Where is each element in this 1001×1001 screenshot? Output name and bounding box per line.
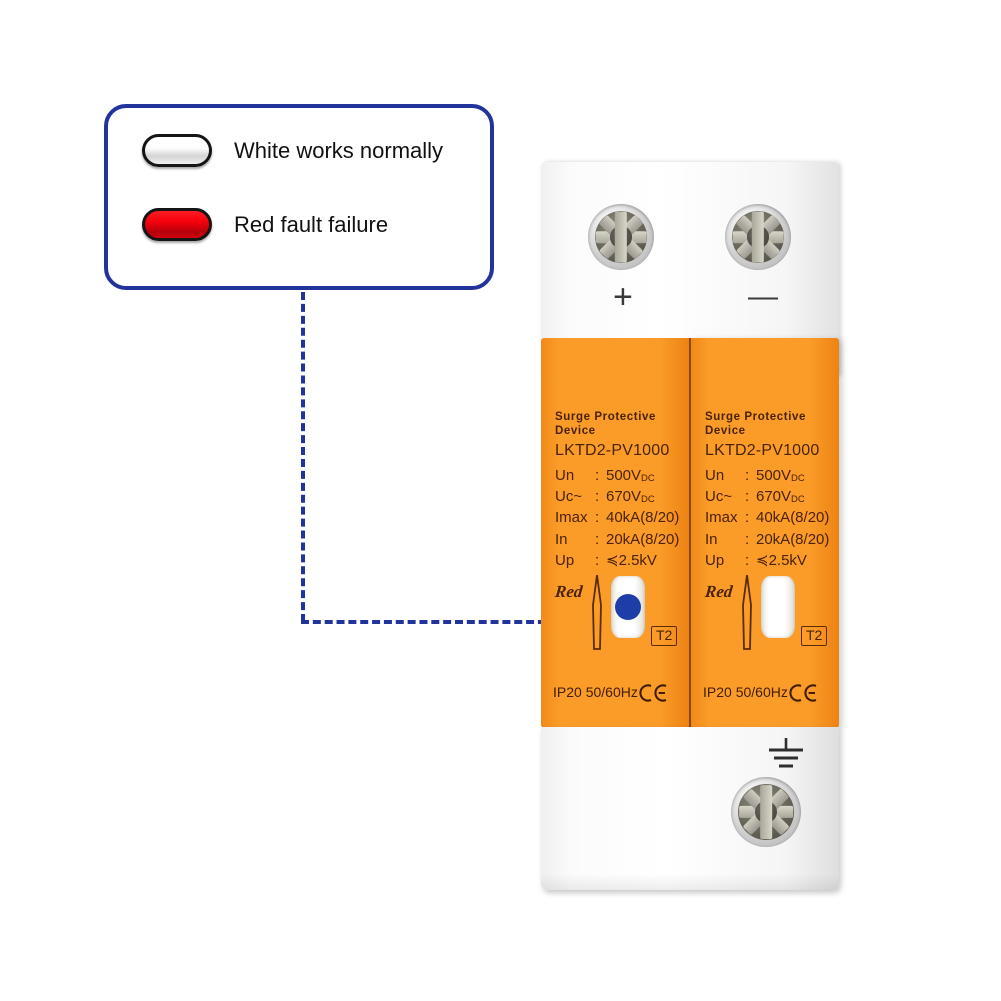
ce-mark-icon <box>639 684 669 702</box>
module-right-ip-rating: IP20 50/60Hz <box>703 684 788 700</box>
spec-row-uc: Uc~ : 670VDC <box>705 486 831 507</box>
spec-colon-un: : <box>745 466 750 484</box>
module-right-arrow-icon <box>739 574 755 651</box>
spec-value-un: 500VDC <box>756 466 805 484</box>
module-left-status-window <box>611 576 645 638</box>
spec-row-un: Un : 500VDC <box>705 465 831 486</box>
legend-label-red: Red fault failure <box>234 211 389 237</box>
spec-value-up: ≼2.5kV <box>606 551 657 569</box>
spec-colon-in: : <box>745 530 750 548</box>
status-indicator-legend: White works normally Red fault failure <box>104 104 494 290</box>
ce-mark-icon <box>789 684 819 702</box>
screw-terminal-negative <box>725 204 791 270</box>
leader-line-horizontal <box>301 620 617 624</box>
legend-item-red: Red fault failure <box>142 208 388 241</box>
spec-colon-uc: : <box>595 488 600 506</box>
spec-colon-imax: : <box>745 509 750 527</box>
red-indicator-icon <box>142 208 212 241</box>
module-right-footer: IP20 50/60Hz <box>703 683 819 702</box>
module-right-title-line1: Surge Protective <box>705 411 806 423</box>
spec-key-up: Up <box>555 551 575 569</box>
spec-value-imax: 40kA(8/20) <box>606 509 680 527</box>
screw-terminal-positive <box>588 204 654 270</box>
earth-ground-icon <box>763 736 809 772</box>
module-right-red-marking: Red <box>704 582 734 601</box>
module-left-title-line2: Device <box>555 425 596 438</box>
module-left-red-marking: Red <box>554 582 584 601</box>
spec-key-un: Un <box>705 466 725 484</box>
spec-key-un: Un <box>555 466 575 484</box>
spec-row-imax: Imax : 40kA(8/20) <box>705 507 831 528</box>
module-right-title-line2: Device <box>705 425 746 438</box>
spec-colon-imax: : <box>595 509 600 527</box>
module-left-footer: IP20 50/60Hz <box>553 683 669 702</box>
spec-row-up: Up : ≼2.5kV <box>555 550 681 571</box>
spec-value-un: 500VDC <box>606 466 655 484</box>
module-right-status-window <box>761 576 795 638</box>
module-left-title-line1: Surge Protective <box>555 411 656 423</box>
spec-colon-un: : <box>595 466 600 484</box>
spec-value-up: ≼2.5kV <box>756 551 807 569</box>
module-left-type-class: T2 <box>651 626 678 646</box>
spec-key-imax: Imax <box>705 509 738 527</box>
screw-terminal-earth <box>731 777 801 847</box>
spec-value-uc: 670VDC <box>756 488 805 506</box>
module-left-model: LKTD2-PV1000 <box>555 441 670 459</box>
module-right-model: LKTD2-PV1000 <box>705 441 820 459</box>
spd-module-left: Surge Protective Device LKTD2-PV1000 Un … <box>541 338 689 728</box>
spec-value-imax: 40kA(8/20) <box>756 509 830 527</box>
spec-row-in: In : 20kA(8/20) <box>705 529 831 550</box>
module-divider <box>689 338 691 728</box>
spec-row-in: In : 20kA(8/20) <box>555 529 681 550</box>
polarity-minus-marking: — <box>748 280 778 313</box>
surge-protective-device: + — Surge Protective Device LKTD2-PV1000… <box>541 162 839 890</box>
device-base-bottom <box>541 727 839 890</box>
module-left-specs: Un : 500VDC Uc~ : 670VDC Imax : 40kA(8/2… <box>555 465 681 571</box>
module-left-ip-rating: IP20 50/60Hz <box>553 684 638 700</box>
spec-colon-uc: : <box>745 488 750 506</box>
spec-row-uc: Uc~ : 670VDC <box>555 486 681 507</box>
module-right-specs: Un : 500VDC Uc~ : 670VDC Imax : 40kA(8/2… <box>705 465 831 571</box>
spec-key-uc: Uc~ <box>705 488 733 506</box>
spec-key-uc: Uc~ <box>555 488 583 506</box>
legend-item-white: White works normally <box>142 134 443 167</box>
polarity-plus-marking: + <box>613 278 633 316</box>
spec-value-in: 20kA(8/20) <box>756 530 830 548</box>
spec-key-imax: Imax <box>555 509 588 527</box>
spec-row-imax: Imax : 40kA(8/20) <box>555 507 681 528</box>
spec-colon-up: : <box>745 551 750 569</box>
white-indicator-icon <box>142 134 212 167</box>
spec-colon-in: : <box>595 530 600 548</box>
module-left-label: Surge Protective Device LKTD2-PV1000 Un … <box>555 410 681 571</box>
spec-row-un: Un : 500VDC <box>555 465 681 486</box>
spec-value-uc: 670VDC <box>606 488 655 506</box>
spec-colon-up: : <box>595 551 600 569</box>
spec-value-in: 20kA(8/20) <box>606 530 680 548</box>
spec-key-up: Up <box>705 551 725 569</box>
legend-label-white: White works normally <box>234 137 444 163</box>
spec-key-in: In <box>705 530 718 548</box>
module-right-type-class: T2 <box>801 626 828 646</box>
module-left-arrow-icon <box>589 574 605 651</box>
status-indicator-dot <box>615 594 641 620</box>
module-right-label: Surge Protective Device LKTD2-PV1000 Un … <box>705 410 831 571</box>
spec-key-in: In <box>555 530 568 548</box>
spd-module-right: Surge Protective Device LKTD2-PV1000 Un … <box>691 338 839 728</box>
spec-row-up: Up : ≼2.5kV <box>705 550 831 571</box>
leader-line-vertical <box>301 292 305 622</box>
